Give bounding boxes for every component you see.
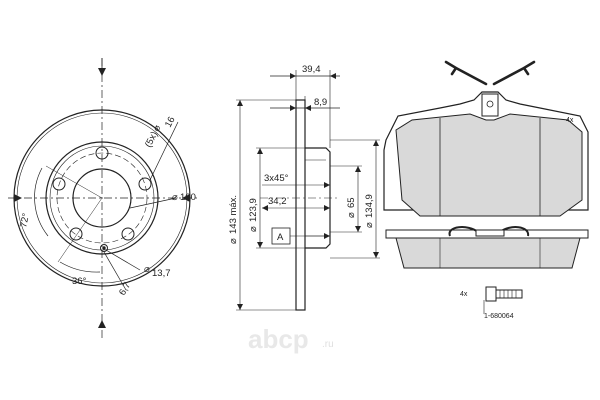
hub-outer-ring [45, 141, 159, 255]
friction-ring [295, 99, 306, 311]
bolt-hole [138, 177, 152, 191]
spring-clip [444, 60, 536, 86]
width-total-label: 39,4 [302, 64, 321, 75]
disc-front-view [8, 58, 198, 340]
disc-section-view [236, 70, 380, 311]
outer-123-9-symbol: ⌀ [248, 226, 259, 232]
outer-max-label: 143 máx. [228, 195, 239, 234]
watermark-suffix: .ru [322, 339, 334, 350]
pad-side-friction [395, 237, 581, 269]
watermark-brand: abcp [248, 324, 309, 354]
bolt-hole [69, 227, 83, 241]
center-diameter-label: 100 [180, 192, 196, 203]
hole-diameter-label: 16 [163, 115, 178, 130]
kit-quantity-label: 4x [460, 291, 468, 298]
bolt-circle [56, 152, 148, 244]
bolt-hole [121, 227, 135, 241]
locating-hole-center [102, 246, 106, 250]
bolt-hole [52, 177, 66, 191]
datum-label: A [277, 232, 284, 243]
depth-label: 34,2 [268, 196, 287, 207]
angle-36-label: 36° [72, 276, 87, 287]
flange-thickness-label: 8,9 [314, 97, 327, 108]
kit-code-label: 1-680064 [484, 313, 514, 320]
diameter-symbol: ⌀ [151, 123, 164, 133]
brake-pad-view [383, 60, 589, 314]
bolt-hole [95, 146, 109, 160]
bore-65-label: 65 [346, 197, 357, 208]
hub-ring [49, 145, 155, 251]
pcd-134-9-label: 134,9 [364, 194, 375, 218]
pad-friction-material [395, 113, 583, 217]
locating-hole [100, 244, 108, 252]
bolt-shank [495, 289, 523, 299]
pcd-134-9-symbol: ⌀ [364, 222, 375, 228]
offset-13-7-label: 13,7 [152, 268, 171, 279]
pad-center-mount [481, 93, 499, 117]
chamfer-label: 3x45° [264, 173, 289, 184]
outer-max-symbol: ⌀ [228, 238, 239, 244]
bolt-kit [483, 286, 523, 314]
outer-123-9-label: 123,9 [248, 198, 259, 222]
watermark: abcp .ru [248, 324, 334, 354]
bore-65-symbol: ⌀ [346, 212, 357, 218]
center-diameter-symbol: ⌀ [172, 192, 178, 203]
bolt-head [485, 286, 497, 302]
pad-quantity-label: 4x [566, 117, 574, 124]
offset-6-7-label: 6,7 [117, 281, 133, 298]
angle-72-label: 72° [18, 212, 32, 229]
offset-13-7-symbol: ⌀ [144, 264, 150, 275]
center-bore [72, 168, 132, 228]
